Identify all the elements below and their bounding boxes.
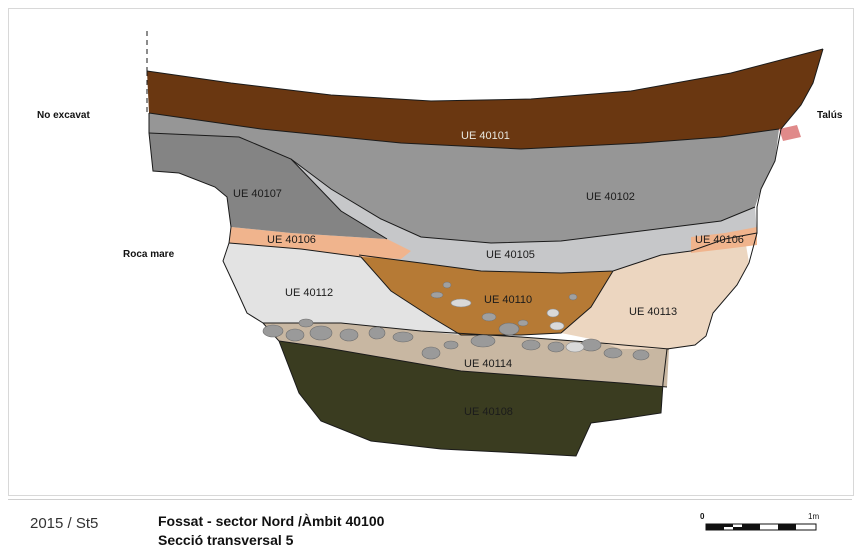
layer-ue-40112 bbox=[223, 243, 461, 335]
label-ue-40102: UE 40102 bbox=[586, 191, 635, 203]
stratigraphic-section: UE 40101 UE 40102 UE 40107 UE 40106 UE 4… bbox=[146, 31, 824, 457]
layer-ue-40114 bbox=[263, 319, 669, 387]
label-talus: Talús bbox=[817, 110, 843, 121]
section-drawing-frame: UE 40101 UE 40102 UE 40107 UE 40106 UE 4… bbox=[8, 8, 854, 496]
label-ue-40113: UE 40113 bbox=[629, 306, 677, 318]
label-ue-40110: UE 40110 bbox=[484, 294, 532, 306]
caption-footer: 2015 / St5 Fossat - sector Nord /Àmbit 4… bbox=[8, 499, 852, 552]
layer-ue-40106-right bbox=[691, 227, 757, 253]
layer-ue-40105 bbox=[291, 159, 757, 273]
layer-ue-40113 bbox=[561, 245, 749, 349]
talus-reddish-patch bbox=[779, 125, 801, 141]
layer-ue-40107 bbox=[149, 133, 387, 239]
scale-start-label: 0 bbox=[700, 512, 705, 521]
layer-ue-40101 bbox=[147, 49, 823, 149]
stone-inclusions bbox=[262, 281, 650, 361]
site-code: 2015 / St5 bbox=[30, 515, 99, 532]
label-ue-40105: UE 40105 bbox=[486, 249, 535, 261]
label-no-excavat: No excavat bbox=[37, 110, 90, 121]
layer-ue-40106-left bbox=[229, 227, 411, 259]
label-ue-40107: UE 40107 bbox=[233, 188, 282, 200]
figure-title: Fossat - sector Nord /Àmbit 40100 bbox=[158, 513, 385, 529]
scale-end-label: 1m bbox=[808, 512, 820, 521]
layer-ue-40102 bbox=[149, 113, 779, 243]
figure-subtitle: Secció transversal 5 bbox=[158, 532, 294, 548]
label-ue-40106-left: UE 40106 bbox=[267, 234, 316, 246]
label-ue-40106-right: UE 40106 bbox=[695, 234, 744, 246]
label-ue-40108: UE 40108 bbox=[464, 406, 513, 418]
scale-bar: 0 1m bbox=[698, 510, 828, 540]
scale-bar-graphic bbox=[705, 523, 817, 531]
label-ue-40114: UE 40114 bbox=[464, 358, 512, 370]
label-ue-40101: UE 40101 bbox=[461, 130, 510, 142]
label-ue-40112: UE 40112 bbox=[285, 287, 333, 299]
label-roca-mare: Roca mare bbox=[123, 249, 175, 260]
layer-boundaries bbox=[146, 31, 824, 457]
